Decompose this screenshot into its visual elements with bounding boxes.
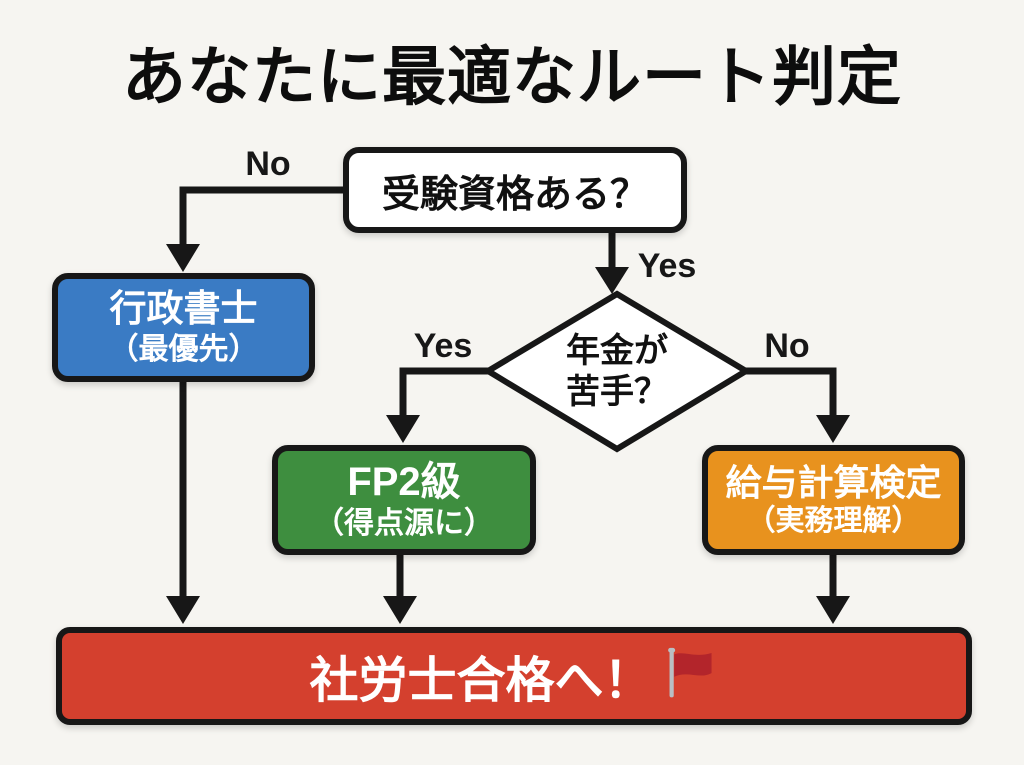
node-kyuyo-keisan-title: 給与計算検定	[725, 462, 942, 503]
arrowhead-decision-no	[816, 415, 850, 443]
node-exam-eligibility: 受験資格ある？	[343, 147, 687, 233]
node-kyuyo-keisan: 給与計算検定 （実務理解）	[702, 445, 965, 555]
red-flag-icon	[667, 647, 712, 698]
edge-label-decision-yes: Yes	[413, 327, 473, 365]
arrowhead-start-yes	[595, 267, 629, 294]
arrowhead-decision-yes	[386, 415, 420, 443]
arrowhead-fp2-goal	[383, 596, 417, 624]
node-gyoseishoshi-title: 行政書士	[109, 288, 258, 330]
arrowhead-start-no	[166, 244, 200, 272]
edge-decision-yes	[399, 367, 488, 417]
edge-decision-no	[746, 367, 837, 417]
node-goal-label: 社労士合格へ！	[309, 653, 653, 708]
decision-diamond	[482, 290, 752, 453]
node-goal: 社労士合格へ！	[56, 627, 972, 725]
node-kyuyo-keisan-subtitle: （実務理解）	[746, 505, 921, 538]
edge-label-start-yes: Yes	[637, 247, 697, 285]
edge-start-no	[179, 186, 343, 246]
edge-label-start-no: No	[245, 145, 291, 183]
arrowhead-gyoseishoshi-goal	[166, 596, 200, 624]
node-pension-decision-line1: 年金が	[566, 331, 668, 370]
node-fp2-title: FP2級	[347, 460, 461, 504]
node-pension-decision-line2: 苦手？	[566, 373, 668, 411]
node-exam-eligibility-label: 受験資格ある？	[381, 173, 648, 216]
node-fp2-subtitle: （得点源に）	[314, 507, 494, 540]
arrowhead-kyuyo-goal	[816, 596, 850, 624]
page-title: あなたに最適なルート判定	[122, 41, 902, 113]
node-pension-decision: 年金が 苦手？	[520, 329, 714, 415]
edge-label-decision-no: No	[764, 327, 810, 365]
node-gyoseishoshi: 行政書士 （最優先）	[52, 273, 315, 382]
node-gyoseishoshi-subtitle: （最優先）	[108, 332, 259, 366]
node-fp2: FP2級 （得点源に）	[272, 445, 536, 555]
